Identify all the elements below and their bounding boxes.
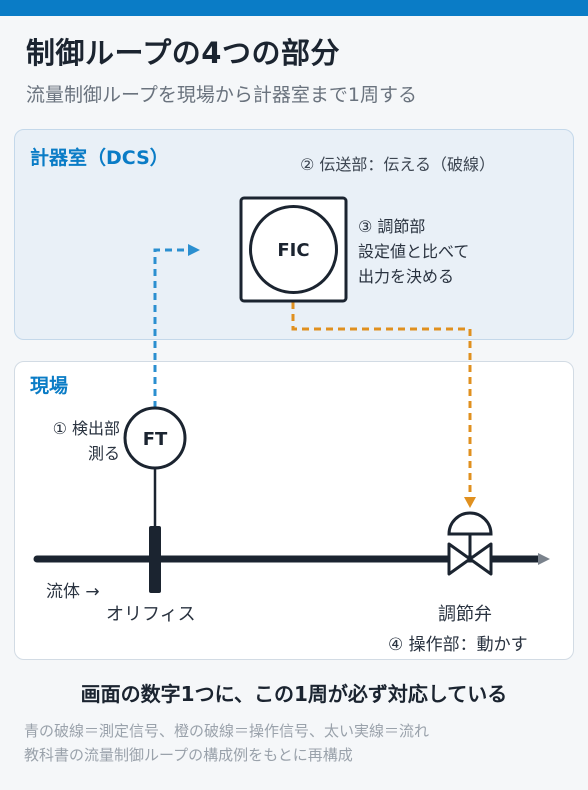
valve-label: 調節弁 bbox=[438, 604, 492, 625]
legend-footnote: 青の破線＝測定信号、橙の破線＝操作信号、太い実線＝流れ bbox=[24, 722, 430, 740]
control-part-line1: 設定値と比べて bbox=[358, 242, 470, 261]
valve-actuator bbox=[447, 511, 493, 536]
field-panel bbox=[14, 361, 574, 660]
manipulation-signal-line bbox=[291, 302, 472, 498]
manipulation-signal-arrowhead bbox=[464, 497, 476, 508]
flow-label: 流体 → bbox=[46, 582, 100, 602]
valve-body bbox=[447, 542, 493, 576]
transmitter-tag: FT bbox=[143, 429, 168, 450]
orifice-label: オリフィス bbox=[106, 604, 196, 625]
controller-tag: FIC bbox=[277, 240, 309, 261]
detect-part-line1: 測る bbox=[87, 444, 120, 463]
measurement-signal-line bbox=[153, 248, 190, 408]
detect-part-note: ① 検出部 測る bbox=[36, 416, 120, 466]
transmit-part-note: ② 伝送部：伝える（破線） bbox=[300, 155, 495, 174]
process-flow-arrowhead bbox=[538, 553, 550, 565]
top-accent-bar bbox=[0, 0, 588, 16]
transmitter-circle bbox=[123, 406, 187, 470]
controller-circle bbox=[249, 205, 338, 294]
operate-part-note: ④ 操作部：動かす bbox=[388, 635, 528, 655]
control-room-label: 計器室（DCS） bbox=[30, 147, 169, 169]
measurement-signal-arrowhead bbox=[188, 244, 200, 256]
conclusion-text: 画面の数字1つに、この1周が必ず対応している bbox=[80, 682, 508, 706]
control-part-note: ③ 調節部 設定値と比べて 出力を決める bbox=[358, 214, 469, 289]
source-footnote: 教科書の流量制御ループの構成例をもとに再構成 bbox=[24, 746, 353, 764]
page-subtitle: 流量制御ループを現場から計器室まで1周する bbox=[26, 84, 417, 106]
control-part-line2: 出力を決める bbox=[358, 267, 455, 286]
field-label: 現場 bbox=[30, 375, 69, 397]
page-title: 制御ループの4つの部分 bbox=[26, 36, 340, 70]
detect-part-title: ① 検出部 bbox=[52, 419, 120, 438]
control-part-title: ③ 調節部 bbox=[358, 217, 426, 236]
orifice-plate bbox=[149, 526, 161, 593]
